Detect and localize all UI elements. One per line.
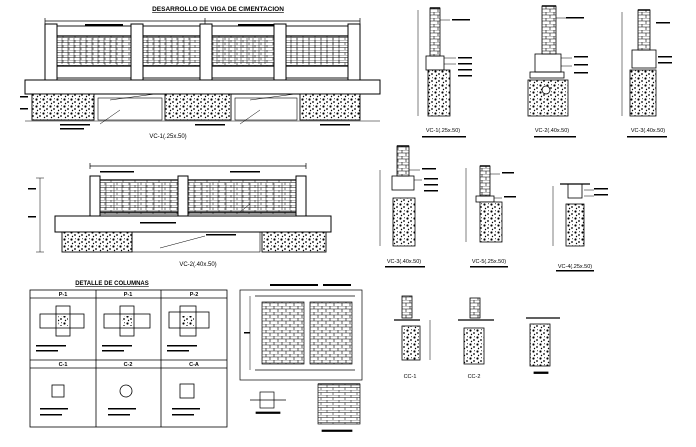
vc1-section-label: VC-1(.25x.50) — [426, 128, 460, 134]
vc4-section — [552, 183, 594, 247]
column-header-c1: C-1 — [59, 362, 68, 368]
vc1-section-notes — [422, 19, 472, 138]
column-header-p2: P-2 — [190, 292, 199, 298]
beam-development-title: DESARROLLO DE VIGA DE CIMENTACION — [152, 6, 284, 13]
column-header-p1b: P-1 — [124, 292, 133, 298]
small-detail-2 — [317, 383, 361, 432]
wall-panel-elevation — [239, 289, 363, 381]
vc1-elevation — [24, 18, 381, 125]
vc5-section — [465, 165, 503, 243]
vc3-section-label: VC-3(.40x.50) — [631, 128, 665, 134]
column-details-title: DETALLE DE COLUMNAS — [75, 281, 149, 287]
cc3-detail — [526, 317, 560, 374]
vc2-elevation-notes — [28, 171, 260, 236]
column-details-table — [29, 289, 228, 428]
vc5-section-label: VC-5(.25x.50) — [472, 259, 506, 265]
vc2-section — [527, 5, 572, 117]
vc2-elevation — [36, 163, 332, 253]
vc3-section — [621, 9, 657, 117]
column-header-ca: C-A — [189, 362, 199, 368]
vc3b-section-label: VC-3(.40x.50) — [387, 259, 421, 265]
cc2-label: CC-2 — [468, 374, 481, 380]
cc2-detail — [458, 297, 494, 365]
cc1-detail — [394, 295, 431, 361]
vc2-section-notes — [534, 17, 588, 138]
wall-panel-notes — [244, 284, 351, 334]
small-detail-1 — [250, 391, 286, 414]
vc5-section-notes — [470, 172, 516, 268]
column-header-p1a: P-1 — [59, 292, 68, 298]
vc2-elevation-label: VC-2(.40x.50) — [179, 262, 216, 268]
vc4-section-label: VC-4(.25x.50) — [558, 264, 592, 270]
vc4-section-notes — [556, 188, 608, 272]
vc1-section — [417, 7, 456, 117]
vc3-section-notes — [627, 22, 672, 138]
cc1-label: CC-1 — [404, 374, 417, 380]
column-details-hatches — [36, 316, 200, 416]
vc1-elevation-notes — [20, 24, 350, 130]
vc1-elevation-label: VC-1(.25x.50) — [149, 134, 186, 140]
vc2-section-label: VC-2(.40x.50) — [535, 128, 569, 134]
vc3b-section-notes — [385, 168, 438, 268]
vc3b-section — [379, 145, 422, 247]
column-header-c2: C-2 — [124, 362, 133, 368]
